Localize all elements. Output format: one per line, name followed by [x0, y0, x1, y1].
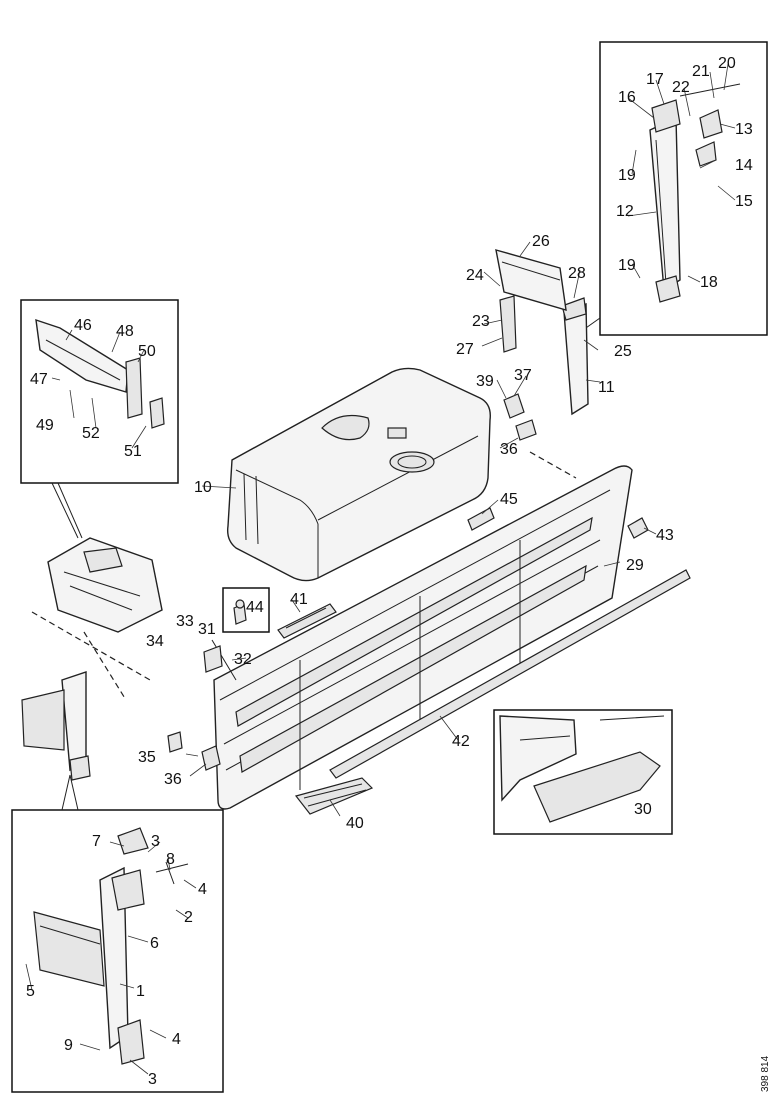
callout-16: 16 — [618, 89, 636, 106]
pad — [467, 507, 495, 531]
callout-32: 32 — [234, 651, 252, 668]
detail-box-lamp-inset — [222, 587, 270, 633]
callout-18: 18 — [700, 274, 718, 291]
callout-25: 25 — [614, 343, 632, 360]
callout-15: 15 — [735, 193, 753, 210]
callout-34: 34 — [146, 633, 164, 650]
clip-35-36 — [167, 731, 221, 771]
figure-reference-number: 398 814 — [760, 1055, 771, 1092]
callout-6: 6 — [150, 935, 159, 952]
detail-box-step-inset — [493, 709, 673, 835]
detail-box-top-right — [599, 41, 768, 336]
callout-39: 39 — [476, 373, 494, 390]
callout-29: 29 — [626, 557, 644, 574]
callout-35: 35 — [138, 749, 156, 766]
callout-24: 24 — [466, 267, 484, 284]
callout-43: 43 — [656, 527, 674, 544]
step-hanger-bracket — [21, 671, 91, 781]
callout-14: 14 — [735, 157, 753, 174]
callout-9: 9 — [64, 1037, 73, 1054]
detail-box-top-left — [20, 299, 179, 484]
callout-1: 1 — [136, 983, 145, 1000]
callout-19b: 19 — [618, 257, 636, 274]
dashed-line-38 — [529, 451, 577, 479]
callout-49: 49 — [36, 417, 54, 434]
callout-2: 2 — [184, 909, 193, 926]
callout-13: 13 — [735, 121, 753, 138]
callout-50: 50 — [138, 343, 156, 360]
callout-52: 52 — [82, 425, 100, 442]
mounting-bracket-11 — [561, 297, 589, 416]
lamp-44 — [233, 599, 247, 625]
hinge-37 — [503, 393, 537, 441]
callout-8: 8 — [166, 851, 175, 868]
callout-37: 37 — [514, 367, 532, 384]
callout-19a: 19 — [618, 167, 636, 184]
callout-17: 17 — [646, 71, 664, 88]
grille-strip — [277, 603, 337, 639]
callout-47: 47 — [30, 371, 48, 388]
callout-3a: 3 — [151, 833, 160, 850]
leader-lines — [25, 63, 736, 1075]
callout-12: 12 — [616, 203, 634, 220]
lower-moulding-strip — [329, 569, 691, 779]
callout-40: 40 — [346, 815, 364, 832]
callout-20: 20 — [718, 55, 736, 72]
callout-41: 41 — [290, 591, 308, 608]
callout-42: 42 — [452, 733, 470, 750]
callout-36b: 36 — [500, 441, 518, 458]
mounting-bracket-23 — [499, 295, 517, 353]
callout-28: 28 — [568, 265, 586, 282]
pointer-lines-top-left — [51, 482, 83, 539]
callout-7: 7 — [92, 833, 101, 850]
detail-box-bottom-left — [11, 809, 224, 1093]
callout-45: 45 — [500, 491, 518, 508]
top-left-detail-parts — [35, 318, 165, 429]
callout-46: 46 — [74, 317, 92, 334]
callout-31: 31 — [198, 621, 216, 638]
callout-33: 33 — [176, 613, 194, 630]
reflector — [627, 517, 649, 539]
callout-48: 48 — [116, 323, 134, 340]
fuel-tank — [226, 367, 491, 582]
callout-10: 10 — [194, 479, 212, 496]
callout-22: 22 — [672, 79, 690, 96]
callout-4b: 4 — [172, 1031, 181, 1048]
callout-3b: 3 — [148, 1071, 157, 1088]
callout-26: 26 — [532, 233, 550, 250]
callout-44: 44 — [246, 599, 264, 616]
callout-23: 23 — [472, 313, 490, 330]
callout-27: 27 — [456, 341, 474, 358]
callout-30: 30 — [634, 801, 652, 818]
top-right-bracket — [649, 83, 741, 303]
side-panel — [211, 465, 633, 810]
callout-5: 5 — [26, 983, 35, 1000]
callout-4a: 4 — [198, 881, 207, 898]
pointer-lines-bottom-left — [61, 774, 79, 811]
callout-51: 51 — [124, 443, 142, 460]
callout-36a: 36 — [164, 771, 182, 788]
callout-labels: 1 2 3 3 4 4 5 6 7 8 9 10 11 12 13 14 15 … — [26, 55, 753, 1088]
step-insert — [294, 777, 374, 815]
callout-11: 11 — [598, 379, 615, 396]
step-inset-parts — [499, 715, 665, 823]
callout-21: 21 — [692, 63, 710, 80]
dashed-lines-frame — [31, 611, 151, 701]
clip-31-32 — [203, 645, 223, 673]
cab-step-frame — [47, 537, 163, 633]
bottom-left-detail-parts — [33, 827, 189, 1065]
mounting-bracket-26 — [495, 249, 567, 311]
